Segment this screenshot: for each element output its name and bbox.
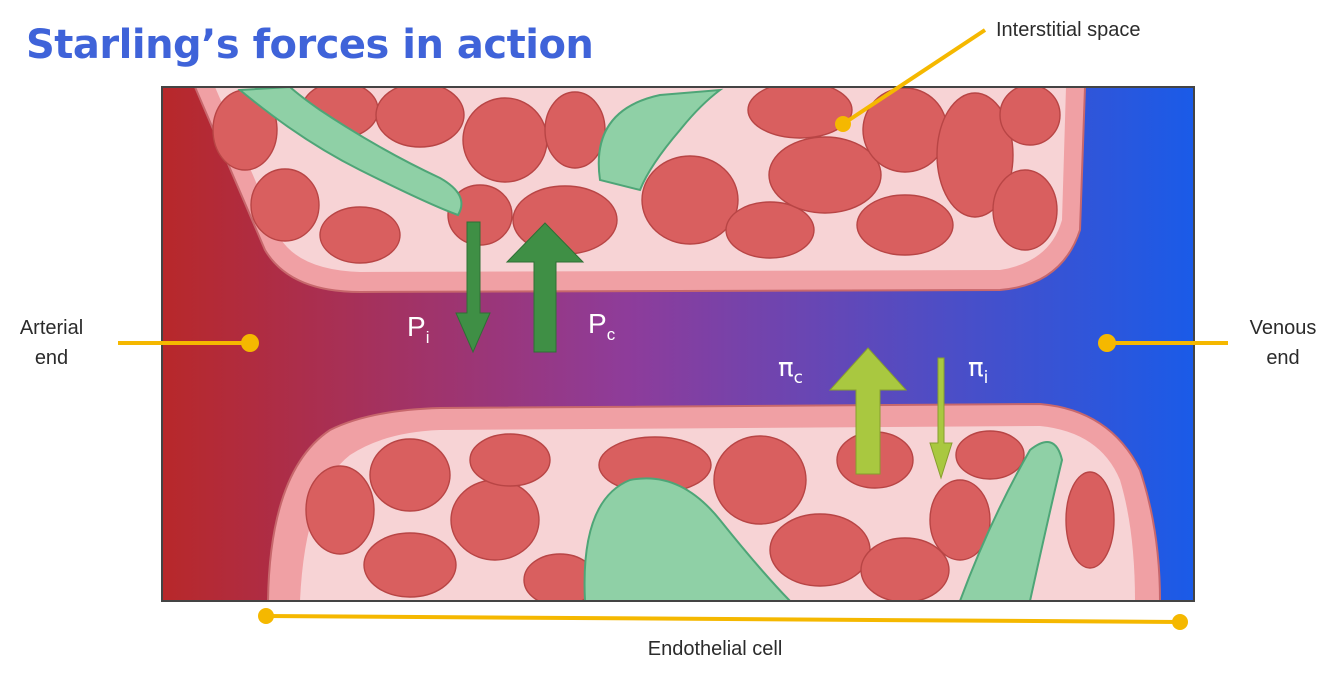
tissue-cell xyxy=(642,156,738,244)
tissue-cell xyxy=(993,170,1057,250)
callout-endothelial xyxy=(258,608,1188,630)
callout-dot xyxy=(835,116,851,132)
tissue-cell xyxy=(545,92,605,168)
tissue-cell xyxy=(770,514,870,586)
callout-dot xyxy=(1172,614,1188,630)
tissue-cell xyxy=(857,195,953,255)
tissue-cell xyxy=(769,137,881,213)
callout-dot xyxy=(1098,334,1116,352)
tissue-cell xyxy=(1000,85,1060,145)
tissue-cell xyxy=(364,533,456,597)
callout-line xyxy=(266,616,1180,622)
tissue-cell xyxy=(451,480,539,560)
tissue-cell xyxy=(748,82,852,138)
tissue-cell xyxy=(306,466,374,554)
callout-dot xyxy=(241,334,259,352)
tissue-cell xyxy=(470,434,550,486)
tissue-cell xyxy=(251,169,319,241)
tissue-cell xyxy=(1066,472,1114,568)
tissue-cell xyxy=(726,202,814,258)
lower-tissue xyxy=(268,404,1160,606)
tissue-cell xyxy=(320,207,400,263)
tissue-cell xyxy=(714,436,806,524)
tissue-cell xyxy=(463,98,547,182)
tissue-cell xyxy=(376,83,464,147)
upper-tissue xyxy=(195,82,1085,292)
tissue-cell xyxy=(861,538,949,602)
tissue-cell xyxy=(956,431,1024,479)
tissue-cell xyxy=(370,439,450,511)
callout-dot xyxy=(258,608,274,624)
